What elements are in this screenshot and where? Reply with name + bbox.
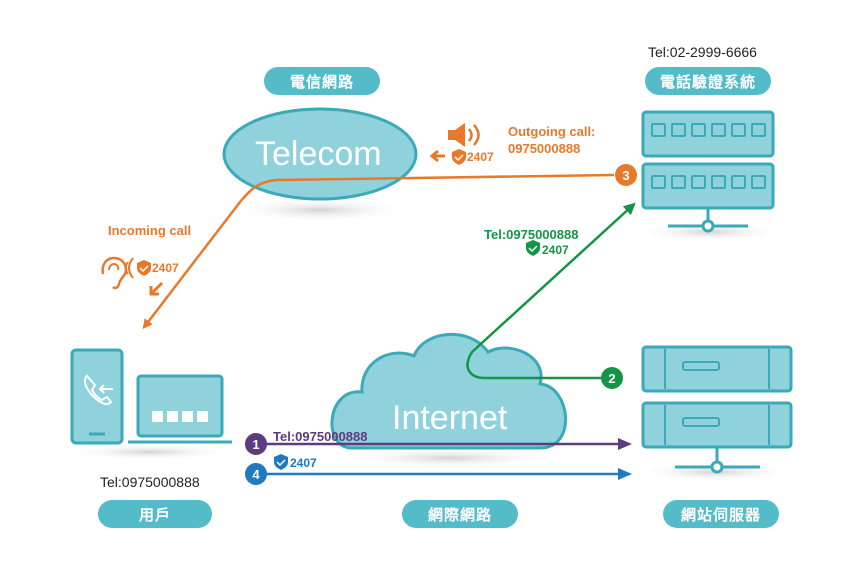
- verify-server-icon: [641, 110, 775, 233]
- internet-tag: 網際網路: [402, 500, 518, 528]
- outgoing-call-number: 0975000888: [508, 141, 581, 156]
- shield-icon: [526, 240, 540, 256]
- verify-system-tag: 電話驗證系統: [645, 67, 771, 95]
- incoming-call-path: [142, 173, 615, 330]
- telecom-ellipse: [222, 107, 418, 201]
- internet-shadow: [340, 448, 560, 468]
- verify-tel-label: Tel:0975000888: [484, 227, 579, 242]
- shield-icon: [137, 260, 151, 276]
- telecom-tag: 電信網路: [264, 67, 380, 95]
- arrow-left-icon: [429, 149, 445, 163]
- shield-icon: [452, 149, 466, 165]
- verify-code: 2407: [542, 243, 569, 257]
- outgoing-code-value: 2407: [467, 150, 494, 164]
- step4-badge: 4: [245, 463, 267, 485]
- user-shadow: [65, 444, 235, 460]
- incoming-code: 2407: [152, 261, 179, 275]
- telecom-label: Telecom: [255, 135, 382, 173]
- step4-code: 2407: [290, 456, 317, 470]
- webserver-tag: 網站伺服器: [663, 500, 779, 528]
- speaker-icon: [448, 123, 480, 147]
- verify-request-path: [466, 202, 636, 380]
- ear-icon: [101, 256, 134, 290]
- webserver-icon: [641, 345, 793, 474]
- user-tel: Tel:0975000888: [100, 474, 200, 490]
- verify-code-value: 2407: [542, 243, 569, 257]
- step4-code-value: 2407: [290, 456, 317, 470]
- internet-label: Internet: [392, 399, 508, 437]
- step1-tel: Tel:0975000888: [273, 429, 368, 444]
- step1-badge: 1: [245, 433, 267, 455]
- user-tag: 用戶: [98, 500, 212, 528]
- user-devices-icon: [70, 348, 232, 445]
- outgoing-call-title: Outgoing call:: [508, 124, 596, 139]
- incoming-code-value: 2407: [152, 261, 179, 275]
- verify-tel: Tel:02-2999-6666: [648, 44, 757, 60]
- telecom-shadow: [230, 198, 410, 222]
- internet-cloud: [330, 332, 567, 450]
- shield-icon: [274, 454, 288, 470]
- outgoing-code: 2407: [467, 150, 494, 164]
- arrow-down-left-icon: [149, 281, 164, 296]
- step3-badge: 3: [615, 164, 637, 186]
- step2-badge: 2: [601, 367, 623, 389]
- incoming-call-title: Incoming call: [108, 223, 192, 238]
